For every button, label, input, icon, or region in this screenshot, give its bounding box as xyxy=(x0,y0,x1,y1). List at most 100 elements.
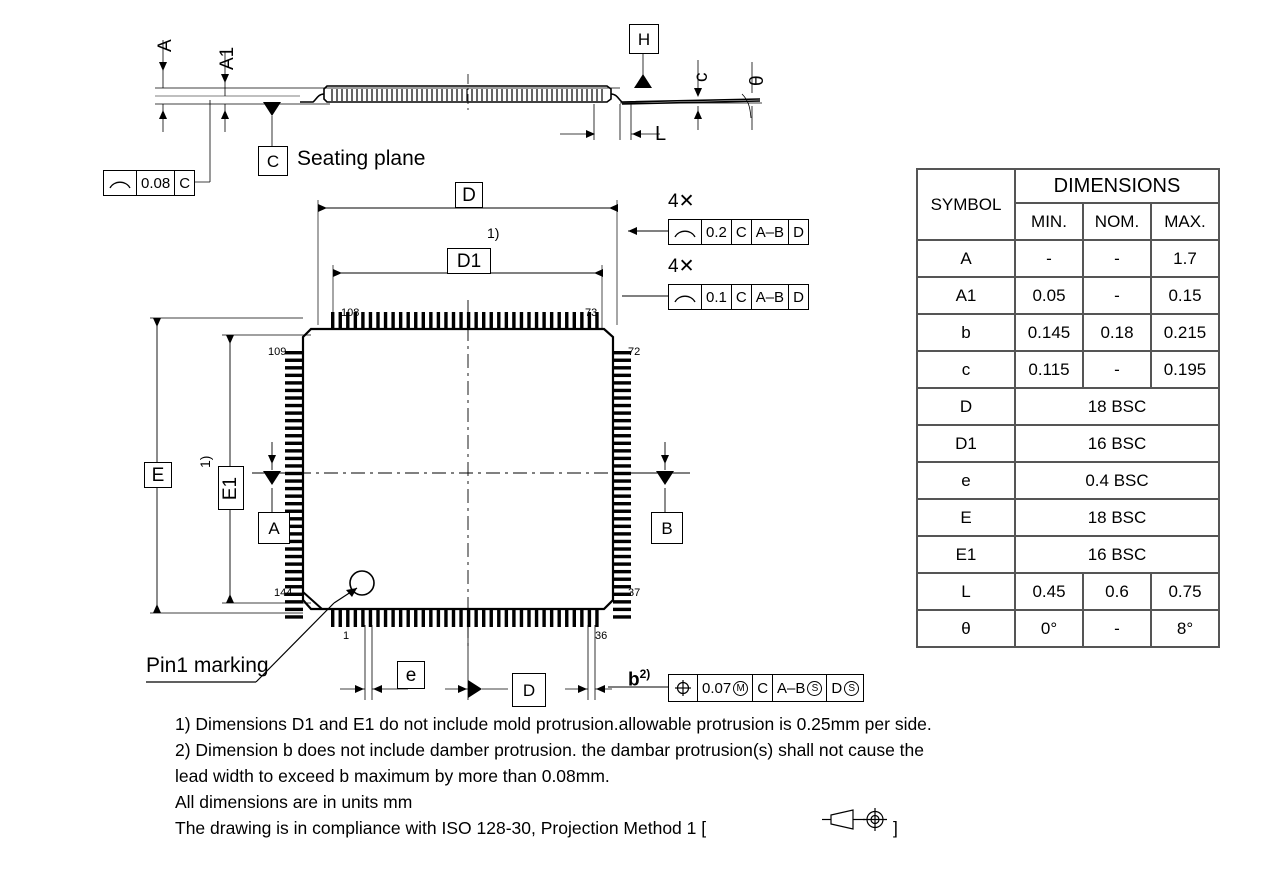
arrow-A-up xyxy=(159,110,167,119)
fcf-coplanarity-0p2: 0.2 C A–B D xyxy=(668,219,809,245)
header-min: MIN. xyxy=(1014,202,1084,241)
note-line-5-pre: The drawing is in compliance with ISO 12… xyxy=(175,818,707,838)
arrow-A1-down xyxy=(221,74,229,83)
dim-box-E1-text: E1 xyxy=(220,476,242,500)
dim-label-c: c xyxy=(691,72,712,83)
cell-min: 0° xyxy=(1014,609,1084,648)
cell-symbol: E xyxy=(916,498,1016,537)
datum-triangle-H xyxy=(634,74,652,88)
position-icon xyxy=(669,675,698,701)
pin-number-73: 73 xyxy=(585,307,598,319)
header-dimensions: DIMENSIONS xyxy=(1014,168,1220,204)
cell-symbol: b xyxy=(916,313,1016,352)
table-row: A--1.7 xyxy=(916,239,1220,278)
note-line-4: All dimensions are in units mm xyxy=(175,792,413,812)
fcf-datum-C: C xyxy=(179,174,191,192)
fcf1-datum-2: A–B xyxy=(752,220,790,244)
count-4x-second: 4✕ xyxy=(668,256,695,277)
cell-min: 0.45 xyxy=(1014,572,1084,611)
datum-box-H: H xyxy=(629,24,659,54)
lead-banks xyxy=(285,312,631,627)
arrow-E1-bottom xyxy=(226,594,234,603)
fcf1-datum-3: D xyxy=(793,223,804,241)
dim-box-e: e xyxy=(397,661,425,689)
header-max: MAX. xyxy=(1150,202,1220,241)
pin-number-72: 72 xyxy=(628,346,641,358)
cell-nom: - xyxy=(1082,609,1152,648)
cell-nom: - xyxy=(1082,276,1152,315)
cell-symbol: A xyxy=(916,239,1016,278)
cell-min: 0.115 xyxy=(1014,350,1084,389)
fcf-b-datum3-text: D xyxy=(831,679,843,697)
arrow-c-up xyxy=(694,110,702,119)
arrow-A-down xyxy=(159,62,167,71)
dim-box-E: E xyxy=(144,462,172,488)
dim-label-L: L xyxy=(655,123,667,145)
cell-max: 0.195 xyxy=(1150,350,1220,389)
pin-number-1: 1 xyxy=(343,630,350,642)
dim-label-A: A xyxy=(155,39,176,52)
fcf2-datum-1: C xyxy=(732,285,752,309)
cell-value-span: 16 BSC xyxy=(1014,424,1220,463)
arrow-E-top xyxy=(153,318,161,327)
datum-box-B: B xyxy=(651,512,683,544)
cell-nom: - xyxy=(1082,350,1152,389)
cell-symbol: D1 xyxy=(916,424,1016,463)
pin-number-144: 144 xyxy=(274,587,293,599)
cell-symbol: e xyxy=(916,461,1016,500)
dim-label-theta: θ xyxy=(747,75,768,86)
arrow-E1-top xyxy=(226,335,234,344)
note-line-3: lead width to exceed b maximum by more t… xyxy=(175,766,610,786)
cell-nom: 0.18 xyxy=(1082,313,1152,352)
dim-box-D1: D1 xyxy=(447,248,491,274)
cell-max: 0.15 xyxy=(1150,276,1220,315)
flatness-icon xyxy=(104,171,137,195)
note-line-1: 1) Dimensions D1 and E1 do not include m… xyxy=(175,714,932,734)
fcf2-datum-3: D xyxy=(793,288,804,306)
cell-nom: 0.6 xyxy=(1082,572,1152,611)
arrow-D-left xyxy=(318,204,327,212)
dim-b-text: b xyxy=(628,669,640,691)
cell-value-span: 18 BSC xyxy=(1014,387,1220,426)
cell-max: 0.75 xyxy=(1150,572,1220,611)
arrow-b-left xyxy=(578,685,587,693)
pin-number-109: 109 xyxy=(268,346,287,358)
fcf-coplanarity-0p1: 0.1 C A–B D xyxy=(668,284,809,310)
arrow-fcf1 xyxy=(628,227,637,235)
table-header: SYMBOL DIMENSIONS MIN. NOM. MAX. xyxy=(916,168,1220,241)
cell-max: 1.7 xyxy=(1150,239,1220,278)
pin-number-37: 37 xyxy=(628,587,641,599)
datum-triangle-C xyxy=(263,102,281,116)
flatness-icon xyxy=(669,285,702,309)
datum-triangle-A xyxy=(263,471,281,485)
dim-label-b: b2) xyxy=(628,668,650,689)
cell-symbol: L xyxy=(916,572,1016,611)
modifier-rfs-icon-1: S xyxy=(807,680,823,696)
cell-symbol: D xyxy=(916,387,1016,426)
arrow-b-right xyxy=(596,685,605,693)
arrow-D1-left xyxy=(333,269,342,277)
pin-number-108: 108 xyxy=(341,307,360,319)
fcf1-tolerance: 0.2 xyxy=(702,220,732,244)
cell-nom: - xyxy=(1082,239,1152,278)
cell-min: 0.05 xyxy=(1014,276,1084,315)
pin1-marking-label: Pin1 marking xyxy=(146,654,269,677)
arrow-e-right xyxy=(373,685,382,693)
fcf-tolerance: 0.08 xyxy=(137,171,176,195)
note-line-5-post: ] xyxy=(893,818,898,838)
cell-max: 8° xyxy=(1150,609,1220,648)
